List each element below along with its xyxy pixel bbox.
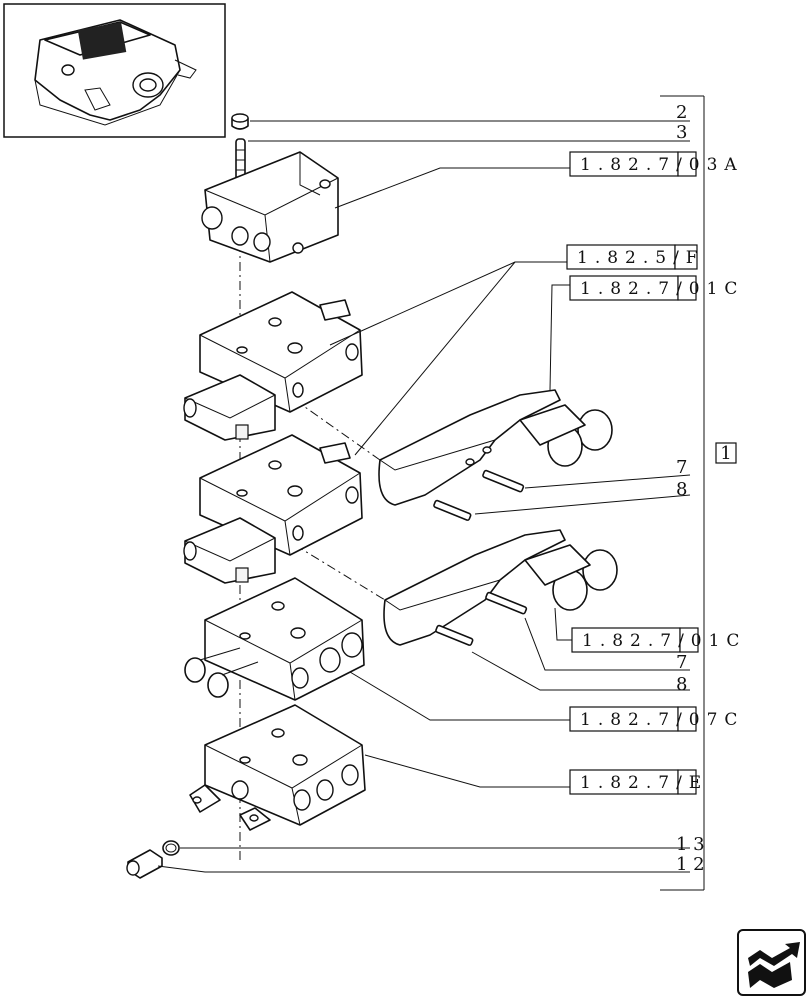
item-label-screw-upper-a: 7 — [676, 457, 687, 478]
cross-reference-labels: 1.82.7/03A 1.82.5/F 1.82.7/01C 1.82.7/01… — [566, 151, 746, 795]
part-plug — [126, 849, 163, 879]
reference-bracket — [660, 95, 705, 891]
xref-end-cover: 1.82.7/E — [580, 773, 708, 793]
valve-section-2 — [183, 434, 363, 584]
coupler-assembly-upper — [378, 389, 613, 521]
leader-lines — [157, 120, 691, 873]
coupler-assembly-lower — [383, 529, 618, 646]
item-label-screw-upper-b: 8 — [676, 479, 687, 500]
xref-valve-sections: 1.82.5/F — [577, 248, 705, 268]
overview-thumbnail — [3, 3, 226, 138]
item-label-pin: 3 — [676, 122, 687, 143]
assembly-reference-box: 1 — [715, 442, 737, 464]
item-label-o-ring: 1 3 — [676, 834, 705, 855]
item-label-cap: 2 — [676, 102, 687, 123]
top-valve-block — [201, 151, 339, 263]
xref-coupler-lower: 1.82.7/01C — [582, 631, 746, 651]
item-number-labels: 2 3 7 8 7 8 1 3 1 2 — [676, 102, 705, 875]
bottom-end-cover — [189, 704, 366, 831]
valve-section-3 — [184, 577, 365, 701]
valve-section-1 — [183, 291, 363, 441]
item-label-screw-lower-b: 8 — [676, 674, 687, 695]
assembly-reference-label: 1 — [720, 443, 731, 464]
xref-valve-section-3: 1.82.7/07C — [580, 710, 744, 730]
item-label-screw-lower-a: 7 — [676, 652, 687, 673]
part-cap — [231, 113, 249, 130]
page-navigation-arrow-icon[interactable] — [737, 929, 806, 996]
xref-top-valve: 1.82.7/03A — [580, 155, 744, 175]
item-label-plug: 1 2 — [676, 854, 705, 875]
part-o-ring — [162, 840, 180, 856]
xref-coupler-upper: 1.82.7/01C — [580, 279, 744, 299]
